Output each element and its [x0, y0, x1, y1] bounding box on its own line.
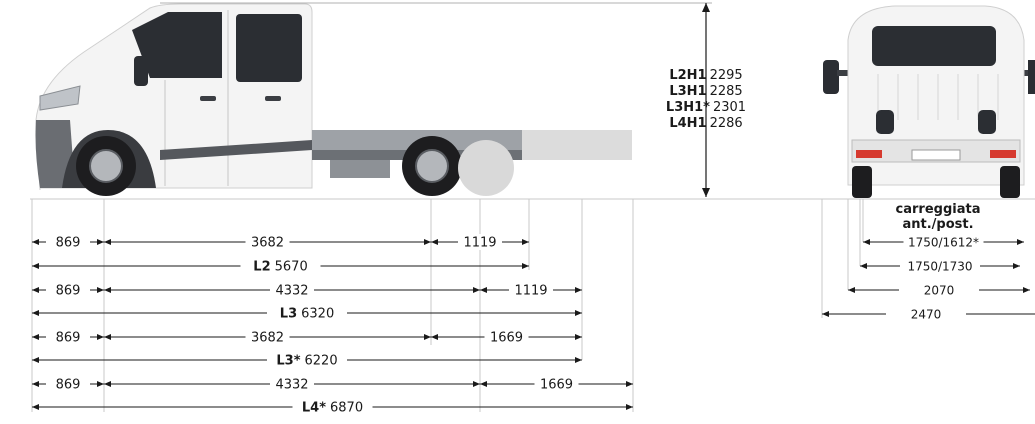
rear-overhang-dim-6: 1669: [480, 376, 633, 393]
door-handle-1: [200, 96, 216, 101]
left-mirror: [823, 60, 839, 94]
front-wheel-rim: [89, 149, 123, 183]
mirror-width-dim: 2470: [822, 306, 1035, 322]
wheelbase-dim-4: 3682: [104, 329, 431, 346]
side-window: [236, 14, 302, 82]
rear-overhang-dim-2: 1119: [480, 282, 582, 299]
rear-overhang-dim-4: 1669: [431, 329, 582, 346]
front-view-van: [823, 5, 1035, 198]
right-mirror-arm: [1020, 70, 1035, 76]
front-overhang-dim-2: 869: [32, 282, 104, 299]
total-length-dim-5-label: L3*6220: [276, 354, 337, 369]
left-tyre: [852, 166, 872, 198]
height-dimension: [160, 2, 712, 197]
front-reference-lines: [821, 199, 864, 318]
body-width-dim-label: 2070: [924, 284, 955, 298]
rear-recess-right: [978, 110, 996, 134]
wheelbase-dim-6-label: 4332: [275, 378, 308, 393]
total-length-dim-7-label: L4*6870: [302, 401, 363, 416]
width-dimension-rows: 1750/1612* 1750/1730 2070 2470: [822, 234, 1035, 322]
front-overhang-dim-0-label: 869: [56, 236, 81, 251]
front-bumper: [35, 120, 75, 188]
track-dim-front: 1750/1612*: [863, 234, 1024, 250]
front-overhang-dim-0: 869: [32, 234, 104, 251]
total-length-dim-7: L4*6870: [32, 399, 633, 416]
wheelbase-dim-4-label: 3682: [251, 331, 284, 346]
front-overhang-dim-4: 869: [32, 329, 104, 346]
wheelbase-dim-0: 3682: [104, 234, 431, 251]
wheelbase-dim-0-label: 3682: [251, 236, 284, 251]
rear-overhang-dim-0-label: 1119: [463, 236, 496, 251]
side-mirror: [134, 56, 148, 86]
left-mirror-arm: [837, 70, 855, 76]
rear-window: [872, 26, 996, 66]
windscreen: [132, 12, 222, 78]
side-strip: [160, 140, 312, 160]
extended-rear-wheel: [458, 140, 514, 196]
track-dim-rear: 1750/1730: [860, 258, 1020, 274]
front-overhang-dim-2-label: 869: [56, 284, 81, 299]
taillight-left: [856, 150, 882, 158]
rear-overhang-dim-4-label: 1669: [490, 331, 523, 346]
height-label-l3h1-star: L3H1*2301: [666, 100, 746, 115]
track-label-line1: carreggiata: [896, 202, 981, 217]
rear-overhang-dim-0: 1119: [431, 234, 529, 251]
front-overhang-dim-6-label: 869: [56, 378, 81, 393]
track-label-line2: ant./post.: [902, 217, 973, 232]
front-overhang-dim-4-label: 869: [56, 331, 81, 346]
fuel-tank: [330, 160, 390, 178]
headlight: [39, 85, 81, 111]
side-view-van: [30, 3, 1035, 200]
rear-wheel-rim: [415, 149, 449, 183]
right-mirror: [1028, 60, 1035, 94]
front-overhang-dim-6: 869: [32, 376, 104, 393]
rear-recess-left: [876, 110, 894, 134]
wheelbase-dim-2: 4332: [104, 282, 480, 299]
total-length-dim-5: L3*6220: [32, 352, 582, 369]
wheelbase-dim-2-label: 4332: [275, 284, 308, 299]
track-dim-front-label: 1750/1612*: [908, 236, 979, 250]
chassis-extension: [522, 130, 632, 160]
body-width-dim: 2070: [848, 282, 1030, 298]
taillight-right: [990, 150, 1016, 158]
rear-overhang-dim-2-label: 1119: [514, 284, 547, 299]
track-dim-rear-label: 1750/1730: [907, 260, 972, 274]
rear-overhang-dim-6-label: 1669: [540, 378, 573, 393]
plate: [911, 149, 961, 161]
door-handle-2: [265, 96, 281, 101]
wheelbase-dim-6: 4332: [104, 376, 480, 393]
right-tyre: [1000, 166, 1020, 198]
mirror-width-dim-label: 2470: [911, 308, 942, 322]
